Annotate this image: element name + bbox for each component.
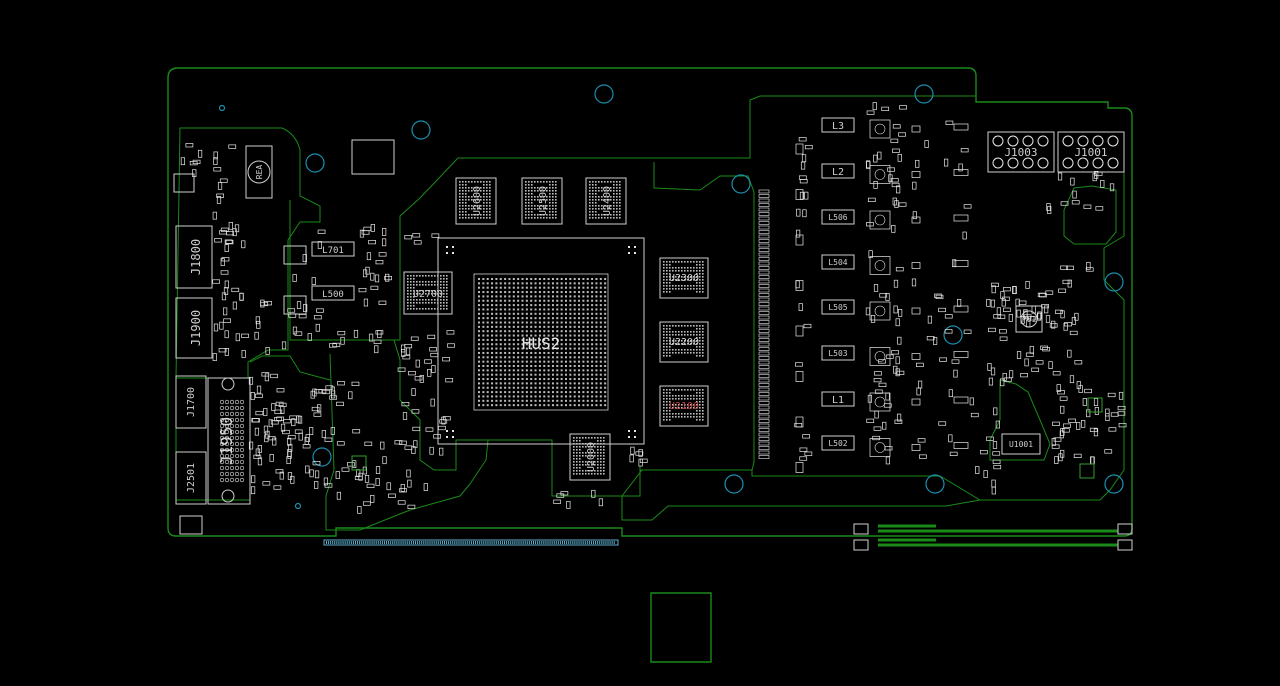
mounting-holes [218,84,1124,510]
memory-u2300: U2300 [659,257,709,299]
label-j1800: J1800 [189,239,203,275]
svg-text:U2500: U2500 [538,186,549,216]
memory-u2200: U2200 [659,321,709,363]
vrm-inductors: L3 L2 L506 L504 L505 L503 L1 L502 [821,117,855,451]
component-rea: REA [245,145,273,199]
power-connector-j1003: J1003 [987,131,1055,173]
svg-text:J1003: J1003 [1004,146,1037,159]
svg-text:L3: L3 [832,121,844,132]
svg-text:REA: REA [255,165,264,180]
svg-text:L1: L1 [832,395,844,406]
svg-text:U2200: U2200 [669,337,699,348]
mosfet-1 [283,245,307,265]
svg-text:U2000: U2000 [586,442,597,472]
svg-text:J1001: J1001 [1074,146,1107,159]
label-j1700: J1700 [186,387,197,417]
memory-u2700: U2700 [403,271,453,315]
svg-text:U2100: U2100 [669,401,699,412]
pcie-edge-connector [323,539,619,546]
pad-top-left [173,173,195,193]
label-j2501: J2501 [186,463,197,493]
connector-j1900: J1900 [175,297,213,359]
svg-text:L2: L2 [832,167,844,178]
svg-text:L500: L500 [322,290,344,300]
memory-side-resistor-array [758,189,770,459]
label-j1900: J1900 [189,310,203,346]
connector-j1700: J1700 [175,375,207,429]
connector-j2501: J2501 [175,451,207,505]
copper-regions [175,95,1125,531]
memory-u2500: U2500 [521,177,563,225]
svg-text:U2700: U2700 [413,289,443,300]
connector-j1950: J1950 [207,377,251,505]
memory-u2100: U2100 [659,385,709,427]
svg-text:L701: L701 [322,246,344,256]
component-u1001: U1001 [1001,433,1041,455]
bottom-right-pads [853,523,1133,551]
memory-u2600: U2600 [455,177,497,225]
component-top [351,139,395,175]
svg-text:U1001: U1001 [1009,440,1033,449]
svg-text:U2400: U2400 [602,186,613,216]
power-connector-j1001: J1001 [1057,131,1125,173]
connector-j1800: J1800 [175,225,213,289]
label-j1950: J1950 [217,417,236,465]
passive-components [180,102,1127,514]
inductor-l500: L500 [311,285,355,301]
svg-text:U2600: U2600 [472,186,483,216]
memory-u2000: U2000 [569,433,611,481]
inductor-l701: L701 [311,241,355,257]
svg-text:U2300: U2300 [669,273,699,284]
pad-bottom-left [179,515,203,535]
svg-text:L503: L503 [828,349,847,358]
bottom-right-traces [878,524,1118,547]
svg-text:L504: L504 [828,258,847,267]
gpu-package: HUS2 [437,237,645,445]
svg-text:L502: L502 [828,439,847,448]
label-gpu: HUS2 [522,334,561,353]
svg-text:L505: L505 [828,303,847,312]
svg-text:L506: L506 [828,213,847,222]
memory-u2400: U2400 [585,177,627,225]
